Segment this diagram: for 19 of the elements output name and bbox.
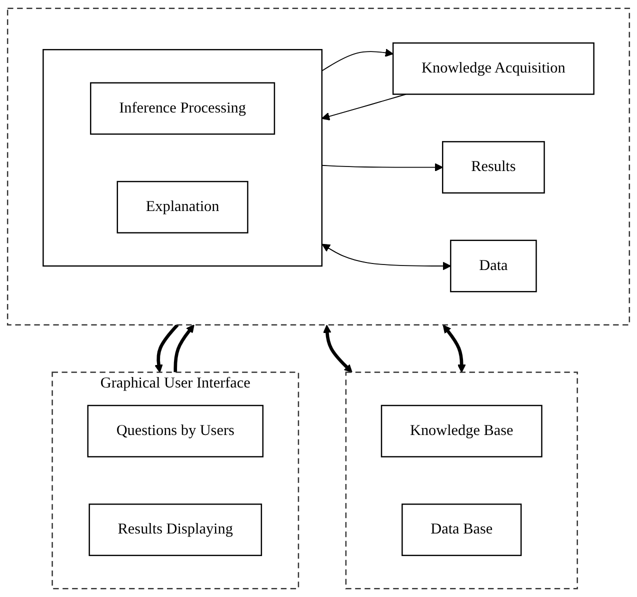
node-box: Results Displaying xyxy=(88,504,262,556)
cluster xyxy=(42,49,323,267)
arrow xyxy=(321,163,443,172)
arrow xyxy=(323,324,352,373)
node-box: Data Base xyxy=(402,504,522,556)
node-box: Knowledge Base xyxy=(380,404,542,458)
arrow xyxy=(174,324,194,372)
arrow xyxy=(321,48,394,72)
arrow xyxy=(322,244,452,270)
node-box: Inference Processing xyxy=(90,82,276,135)
node-box: Results xyxy=(442,141,545,194)
node-box: Data xyxy=(450,240,537,292)
arrow xyxy=(154,324,179,373)
cluster xyxy=(6,8,630,326)
arrow xyxy=(442,324,466,373)
node-box: Knowledge Acquisition xyxy=(392,42,594,95)
cluster xyxy=(345,372,578,590)
node-box: Explanation xyxy=(116,180,248,234)
node-box: Questions by Users xyxy=(87,404,264,458)
